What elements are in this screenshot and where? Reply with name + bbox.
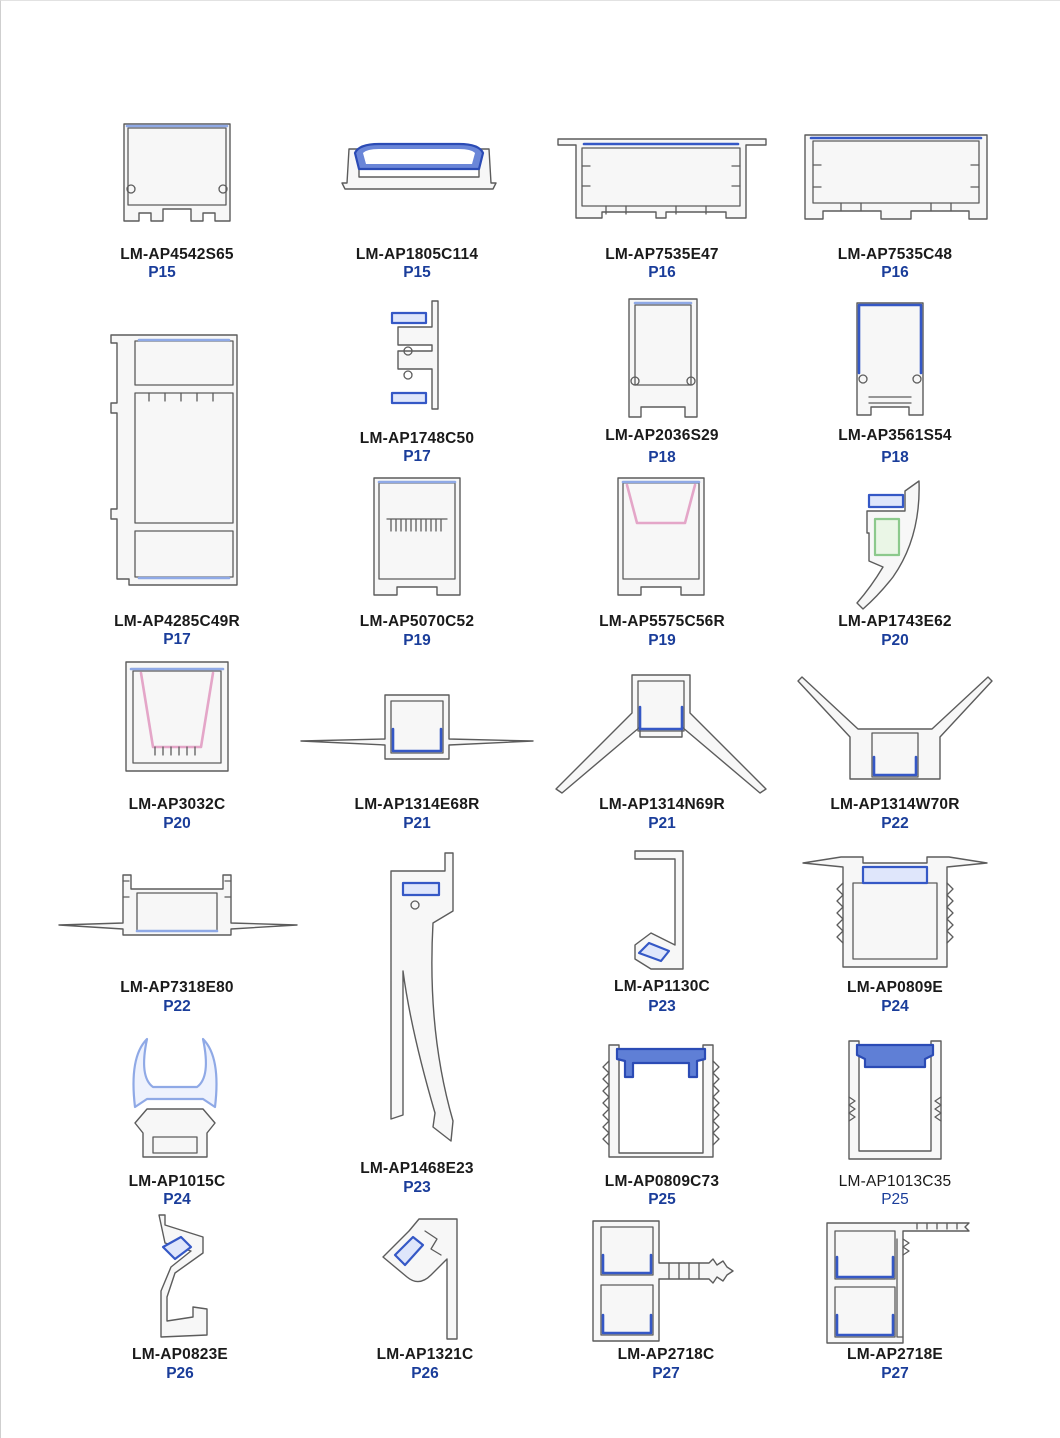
model-label: LM-AP1013C35 (838, 1173, 952, 1190)
page-reference: P18 (648, 449, 676, 466)
profile-drawing-lm-ap0809c73 (602, 1044, 720, 1158)
model-label: LM-AP0809C73 (604, 1173, 720, 1190)
page-reference: P20 (163, 815, 191, 832)
model-label: LM-AP5070C52 (359, 613, 475, 630)
model-label: LM-AP0823E (132, 1346, 228, 1363)
page-reference: P27 (881, 1365, 909, 1382)
profile-drawing-lm-ap2036s29 (628, 298, 698, 418)
model-label: LM-AP1314W70R (830, 796, 960, 813)
page-reference: P18 (881, 449, 909, 466)
model-label: LM-AP5575C56R (599, 613, 725, 630)
profile-drawing-lm-ap1015c (132, 1037, 218, 1158)
page-reference: P20 (881, 632, 909, 649)
page-reference: P15 (148, 264, 176, 281)
profile-drawing-lm-ap7318e80 (58, 874, 298, 936)
page-reference: P21 (403, 815, 431, 832)
profile-drawing-lm-ap7535c48 (804, 134, 988, 220)
profile-drawing-lm-ap1314n69r (555, 674, 767, 794)
page-reference: P15 (403, 264, 431, 281)
profile-drawing-lm-ap3561s54 (856, 302, 924, 416)
profile-drawing-lm-ap4285c49r (110, 334, 238, 586)
page-reference: P16 (648, 264, 676, 281)
model-label: LM-AP1314E68R (354, 796, 480, 813)
model-label: LM-AP0809E (847, 979, 943, 996)
model-label: LM-AP4285C49R (114, 613, 240, 630)
model-label: LM-AP7318E80 (120, 979, 234, 996)
page-reference: P22 (881, 815, 909, 832)
profile-drawing-lm-ap2718c (592, 1220, 734, 1342)
model-label: LM-AP2718E (847, 1346, 943, 1363)
model-label: LM-AP1743E62 (838, 613, 952, 630)
profile-drawing-lm-ap1321c (382, 1218, 458, 1340)
model-label: LM-AP2036S29 (605, 427, 719, 444)
page-reference: P16 (881, 264, 909, 281)
page-reference: P26 (411, 1365, 439, 1382)
page-reference: P22 (163, 998, 191, 1015)
model-label: LM-AP3561S54 (838, 427, 952, 444)
profile-drawing-lm-ap1314w70r (797, 676, 993, 780)
profile-drawing-lm-ap1130c (634, 850, 684, 970)
profile-drawing-lm-ap5070c52 (373, 477, 461, 596)
model-label: LM-AP4542S65 (120, 246, 234, 263)
model-label: LM-AP7535E47 (605, 246, 719, 263)
model-label: LM-AP1130C (614, 978, 710, 995)
profile-drawing-lm-ap1468e23 (390, 852, 454, 1142)
profile-drawing-lm-ap3032c (125, 661, 229, 772)
model-label: LM-AP3032C (128, 796, 226, 813)
page-reference: P19 (648, 632, 676, 649)
profile-drawing-lm-ap1013c35 (848, 1040, 942, 1160)
model-label: LM-AP7535C48 (837, 246, 953, 263)
profile-drawing-lm-ap5575c56r (617, 477, 705, 596)
model-label: LM-AP1314N69R (599, 796, 725, 813)
page-reference: P17 (163, 631, 191, 648)
page-reference: P23 (403, 1179, 431, 1196)
profile-drawing-lm-ap2718e (826, 1222, 970, 1344)
profile-drawing-lm-ap1748c50 (390, 300, 439, 410)
page-reference: P27 (652, 1365, 680, 1382)
page-reference: P25 (648, 1191, 676, 1208)
profile-drawing-lm-ap1805c114 (341, 142, 497, 190)
page-reference: P17 (403, 448, 431, 465)
model-label: LM-AP1748C50 (359, 430, 475, 447)
profile-drawing-lm-ap1743e62 (856, 480, 920, 610)
profile-drawing-lm-ap7535e47 (557, 138, 767, 219)
model-label: LM-AP1468E23 (360, 1160, 474, 1177)
model-label: LM-AP1015C (128, 1173, 226, 1190)
profile-drawing-lm-ap0809e (802, 856, 988, 968)
profile-drawing-lm-ap0823e (158, 1214, 208, 1338)
page-reference: P21 (648, 815, 676, 832)
page-reference: P23 (648, 998, 676, 1015)
page-reference: P25 (881, 1191, 909, 1208)
page-reference: P19 (403, 632, 431, 649)
model-label: LM-AP1321C (376, 1346, 474, 1363)
page-reference: P24 (881, 998, 909, 1015)
model-label: LM-AP1805C114 (355, 246, 479, 263)
page-reference: P26 (166, 1365, 194, 1382)
page-reference: P24 (163, 1191, 191, 1208)
profile-drawing-lm-ap4542s65 (123, 123, 231, 222)
profile-drawing-lm-ap1314e68r (300, 694, 534, 760)
model-label: LM-AP2718C (617, 1346, 715, 1363)
